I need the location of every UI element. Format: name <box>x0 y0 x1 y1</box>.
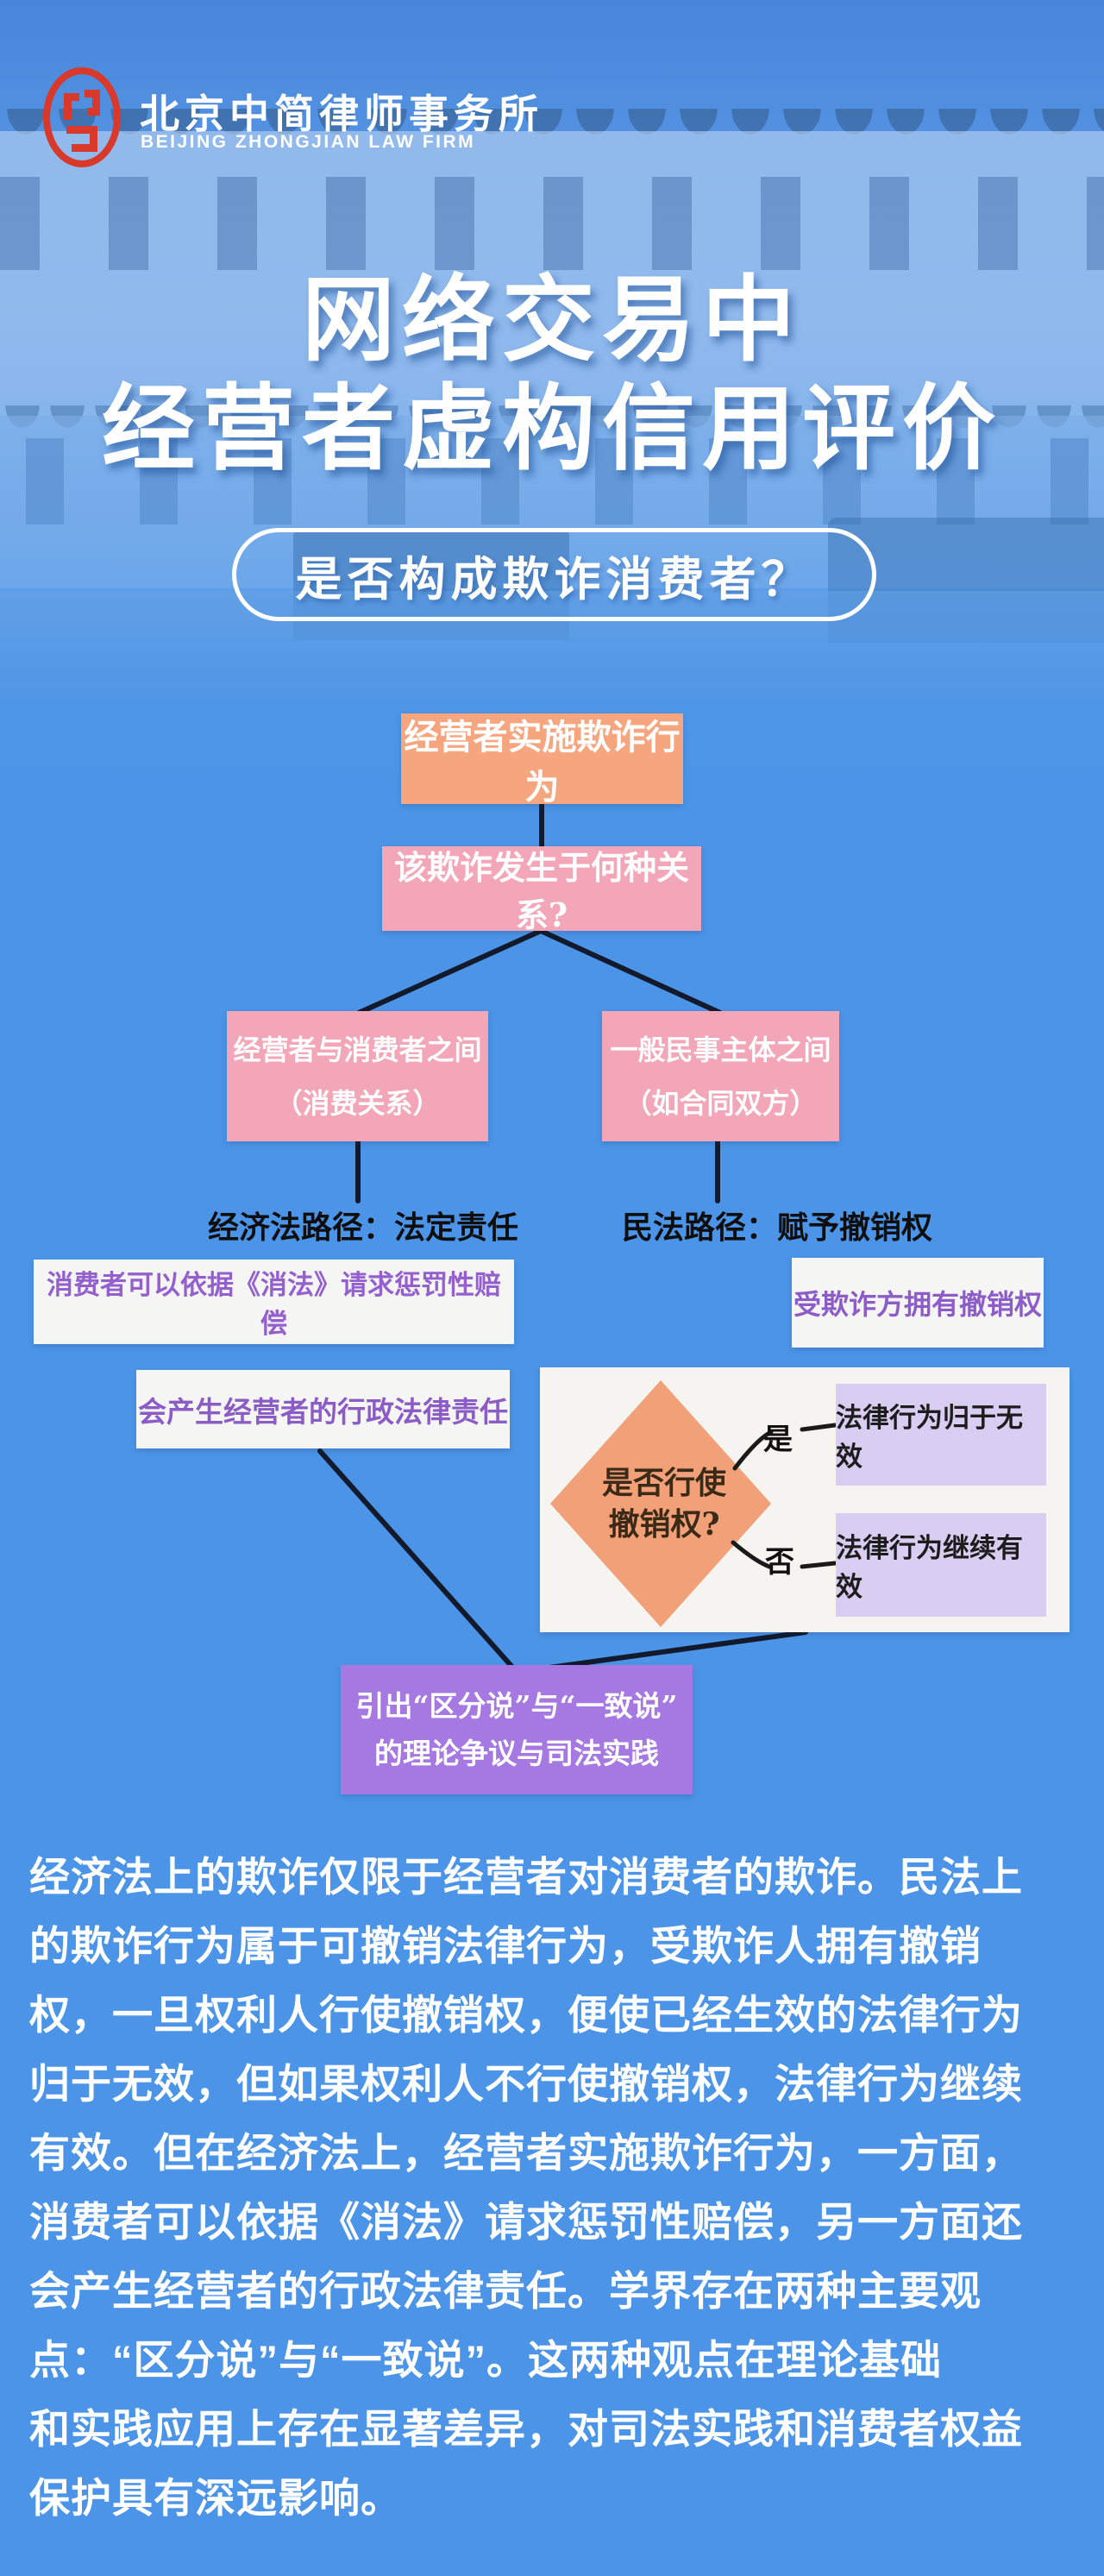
yes-label: 是 <box>763 1423 793 1457</box>
law-firm-logo-icon <box>43 67 121 167</box>
result-administrative-liability-label: 会产生经营者的行政法律责任 <box>138 1394 508 1429</box>
civil-law-path-label: 民法路径：赋予撤销权 <box>621 1209 932 1246</box>
body-paragraph: 经济法上的欺诈仅限于经营者对消费者的欺诈。民法上 的欺诈行为属于可撤销法律行为，… <box>29 1854 1023 2521</box>
conclusion-line2: 的理论争议与司法实践 <box>374 1737 659 1770</box>
conclusion-line1: 引出“区分说”与“一致说” <box>355 1689 678 1723</box>
brand-name-cn: 北京中简律师事务所 <box>140 91 543 136</box>
civil-relation-line2: （如合同双方） <box>624 1086 818 1120</box>
flow-node-consumer-relation: 经营者与消费者之间 （消费关系） <box>227 1011 488 1141</box>
decision-panel: 是否行使 撤销权? 是 否 法律行为归于无效 法律行为继续有效 <box>540 1367 1070 1632</box>
outcome-void: 法律行为归于无效 <box>836 1384 1046 1486</box>
civil-relation-line1: 一般民事主体之间 <box>610 1033 831 1066</box>
subtitle-pill: 是否构成欺诈消费者？ <box>232 528 876 621</box>
decision-diamond-icon <box>550 1380 837 1627</box>
page-title-line2: 经营者虚构信用评价 <box>101 376 1002 481</box>
outcome-remains-valid-label: 法律行为继续有效 <box>836 1533 1023 1603</box>
blue-overlay <box>0 0 1104 811</box>
flow-node-fraud-act: 经营者实施欺诈行为 <box>401 713 683 807</box>
result-revocation-right: 受欺诈方拥有撤销权 <box>792 1258 1044 1348</box>
flow-node-relationship-question: 该欺诈发生于何种关系? <box>382 846 701 934</box>
consumer-relation-line1: 经营者与消费者之间 <box>233 1033 482 1066</box>
decision-question-line1: 是否行使 <box>601 1465 726 1501</box>
brand-name-en: BEIJING ZHONGJIAN LAW FIRM <box>141 132 476 152</box>
result-punitive-damages-label: 消费者可以依据《消法》请求惩罚性赔偿 <box>47 1270 501 1340</box>
page-title-line1: 网络交易中 <box>301 267 802 372</box>
outcome-remains-valid: 法律行为继续有效 <box>836 1513 1046 1617</box>
flow-node-relationship-question-label: 该欺诈发生于何种关系? <box>393 848 689 934</box>
page-title: 网络交易中 经营者虚构信用评价 <box>0 266 1104 483</box>
flow-node-civil-relation: 一般民事主体之间 （如合同双方） <box>602 1011 839 1141</box>
economic-law-path-label: 经济法路径：法定责任 <box>207 1209 518 1246</box>
result-punitive-damages: 消费者可以依据《消法》请求惩罚性赔偿 <box>34 1260 514 1344</box>
result-administrative-liability: 会产生经营者的行政法律责任 <box>136 1370 510 1448</box>
decision-question: 是否行使 撤销权? <box>595 1462 733 1545</box>
decision-question-line2: 撤销权? <box>608 1506 720 1542</box>
outcome-void-label: 法律行为归于无效 <box>836 1403 1023 1473</box>
subtitle-text: 是否构成欺诈消费者？ <box>295 553 813 606</box>
result-revocation-right-label: 受欺诈方拥有撤销权 <box>793 1288 1042 1321</box>
flow-node-fraud-act-label: 经营者实施欺诈行为 <box>404 716 681 807</box>
hero-photo: 北京中简律师事务所 BEIJING ZHONGJIAN LAW FIRM 网络交… <box>0 0 1104 811</box>
conclusion-box: 引出“区分说”与“一致说” 的理论争议与司法实践 <box>341 1665 693 1794</box>
consumer-relation-line2: （消费关系） <box>274 1086 441 1120</box>
no-label: 否 <box>765 1545 794 1580</box>
